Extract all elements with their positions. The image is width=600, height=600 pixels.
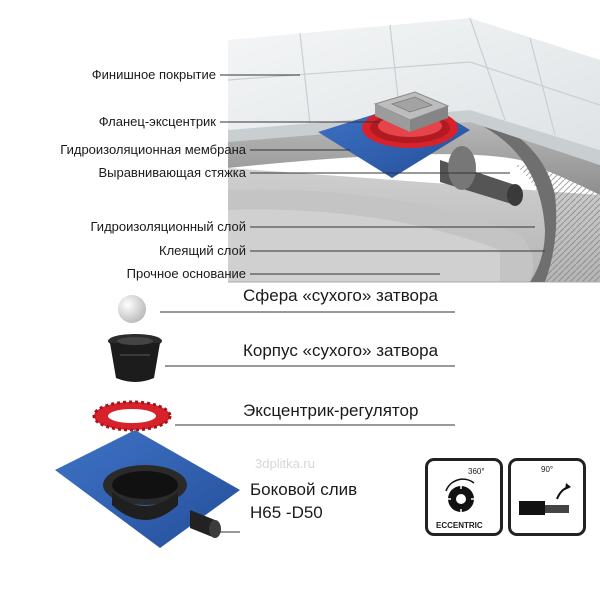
label-side-drain: Боковой слив: [250, 480, 358, 499]
label-eccentric-regulator: Эксцентрик-регулятор: [243, 401, 419, 420]
label-drain-size: H65 -D50: [250, 503, 323, 522]
drain-pipe: [440, 146, 523, 206]
eccentric-360-icon: 360° ECCENTRIC: [425, 458, 503, 536]
label-adhesive-layer: Клеящий слой: [159, 243, 246, 258]
label-sphere: Сфера «сухого» затвора: [243, 286, 438, 305]
screed-edge: [470, 120, 557, 282]
label-base: Прочное основание: [126, 266, 246, 281]
side-drain-part: [55, 430, 240, 548]
layer-leader-lines: [220, 74, 545, 275]
tilt-angle-text: 90°: [541, 465, 554, 474]
label-membrane: Гидроизоляционная мембрана: [60, 142, 246, 157]
sphere-part: [118, 295, 146, 323]
label-finish-coating: Финишное покрытие: [91, 67, 216, 82]
eccentric-ring-part: [92, 400, 172, 432]
watermark: 3dplitka.ru: [255, 456, 315, 471]
label-waterproof-layer: Гидроизоляционный слой: [90, 219, 247, 234]
label-screed: Выравнивающая стяжка: [98, 165, 246, 180]
drain-grate: [373, 91, 450, 132]
eccentric-label-text: ECCENTRIC: [436, 521, 483, 530]
tilt-90-icon: 90°: [508, 458, 586, 536]
tile-finish: [227, 17, 600, 165]
label-trap-body: Корпус «сухого» затвора: [243, 341, 439, 360]
label-flange-eccentric: Фланец-эксцентрик: [98, 114, 216, 129]
trap-body-part: [108, 334, 162, 382]
eccentric-angle-text: 360°: [468, 467, 485, 476]
part-leader-lines: [160, 311, 455, 533]
